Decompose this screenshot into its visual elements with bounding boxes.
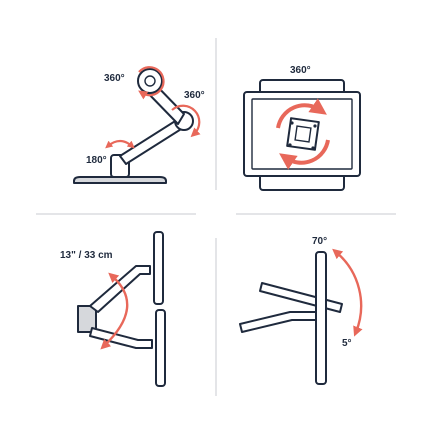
- monitor-landscape-screen: [251, 98, 353, 170]
- vesa-hole-1: [290, 121, 294, 125]
- tilt-arm: [239, 311, 319, 333]
- label-head-rotation: 360°: [104, 73, 125, 84]
- upright-monitor: [315, 251, 327, 385]
- head-pivot: [137, 68, 163, 94]
- panel-height-adjust: 13" / 33 cm: [60, 231, 166, 387]
- lowered-arm: [89, 327, 153, 349]
- head-rotation-arrow: [138, 66, 165, 100]
- panel-arm-rotation: 360° 360° 180°: [73, 66, 205, 184]
- tilted-monitor-back: [259, 282, 343, 313]
- height-arc-arrow: [100, 272, 129, 350]
- raised-monitor: [153, 231, 164, 305]
- vesa-hole-3: [288, 143, 292, 147]
- base-rotation-arrow: [105, 139, 135, 149]
- label-height-range: 13" / 33 cm: [60, 250, 113, 261]
- vesa-hole-4: [311, 146, 315, 150]
- panel-tilt: 70° 5°: [239, 236, 363, 385]
- vesa-plate-inner: [294, 125, 312, 143]
- panel-screen-rotation: 360°: [243, 65, 361, 191]
- lowered-monitor: [155, 309, 166, 387]
- screen-rotation-arrow-top: [276, 98, 327, 129]
- label-base-rotation: 180°: [86, 155, 107, 166]
- elbow-rotation-arrow: [171, 104, 201, 138]
- desk-base: [73, 176, 167, 184]
- raised-arm: [89, 265, 151, 313]
- vesa-plate: [286, 117, 320, 151]
- label-tilt-up: 70°: [312, 236, 327, 247]
- label-screen-rotation: 360°: [290, 65, 311, 76]
- label-tilt-down: 5°: [342, 338, 352, 349]
- label-elbow-rotation: 360°: [184, 90, 205, 101]
- tilt-arc-arrow: [332, 248, 363, 337]
- screen-rotation-arrow-bottom: [279, 139, 330, 170]
- head-pivot-inner: [144, 75, 156, 87]
- vesa-hole-2: [313, 124, 317, 128]
